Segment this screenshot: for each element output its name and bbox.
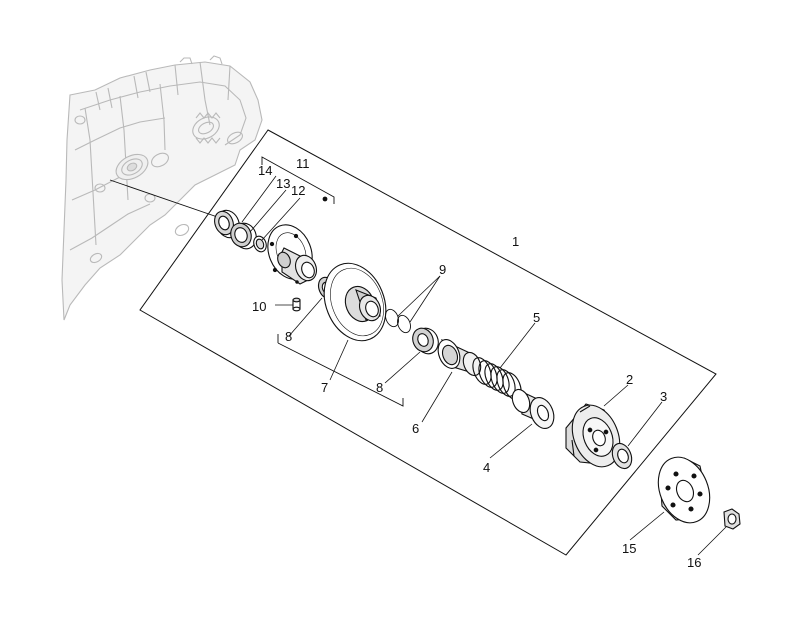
callout-8-lower: 8 <box>376 380 383 395</box>
spring-cup-part <box>437 338 482 377</box>
leader-lines <box>241 175 727 556</box>
clutch-bell-part <box>657 456 711 524</box>
callout-13: 13 <box>276 176 290 191</box>
crankcase-housing <box>61 55 263 321</box>
callout-15: 15 <box>622 541 636 556</box>
callout-3: 3 <box>660 389 667 404</box>
callout-8-upper: 8 <box>285 329 292 344</box>
callout-5: 5 <box>533 310 540 325</box>
clutch-assembly-part <box>565 403 621 468</box>
subgroup-bracket-7 <box>277 334 404 407</box>
hex-nut-part <box>723 508 741 530</box>
bearing-part <box>230 222 257 250</box>
subgroup-bracket-11 <box>261 156 335 204</box>
movable-half-pulley <box>323 262 387 342</box>
clutch-nut-part <box>611 442 633 470</box>
o-ring-part <box>385 308 411 334</box>
axis-line <box>109 179 233 223</box>
fixed-half-pulley <box>267 224 318 285</box>
pin-part <box>292 297 301 312</box>
callout-9: 9 <box>439 262 446 277</box>
callout-12: 12 <box>291 183 305 198</box>
callout-4: 4 <box>483 460 490 475</box>
callout-10: 10 <box>252 299 266 314</box>
callout-2: 2 <box>626 372 633 387</box>
subgroup-dot <box>322 196 328 202</box>
needle-bearing-lower <box>412 327 439 355</box>
callout-11: 11 <box>296 156 310 171</box>
callout-16: 16 <box>687 555 701 570</box>
assembly-bracket <box>139 129 717 556</box>
spacer-sleeve-part <box>511 388 555 429</box>
callout-7: 7 <box>321 380 328 395</box>
callout-14: 14 <box>258 163 272 178</box>
callout-labels: 1 2 3 4 5 6 7 8 8 9 10 11 12 13 14 15 16 <box>252 156 701 570</box>
callout-6: 6 <box>412 421 419 436</box>
callout-1: 1 <box>512 234 519 249</box>
circlip-part <box>253 235 267 253</box>
oil-seal-part <box>214 209 240 239</box>
